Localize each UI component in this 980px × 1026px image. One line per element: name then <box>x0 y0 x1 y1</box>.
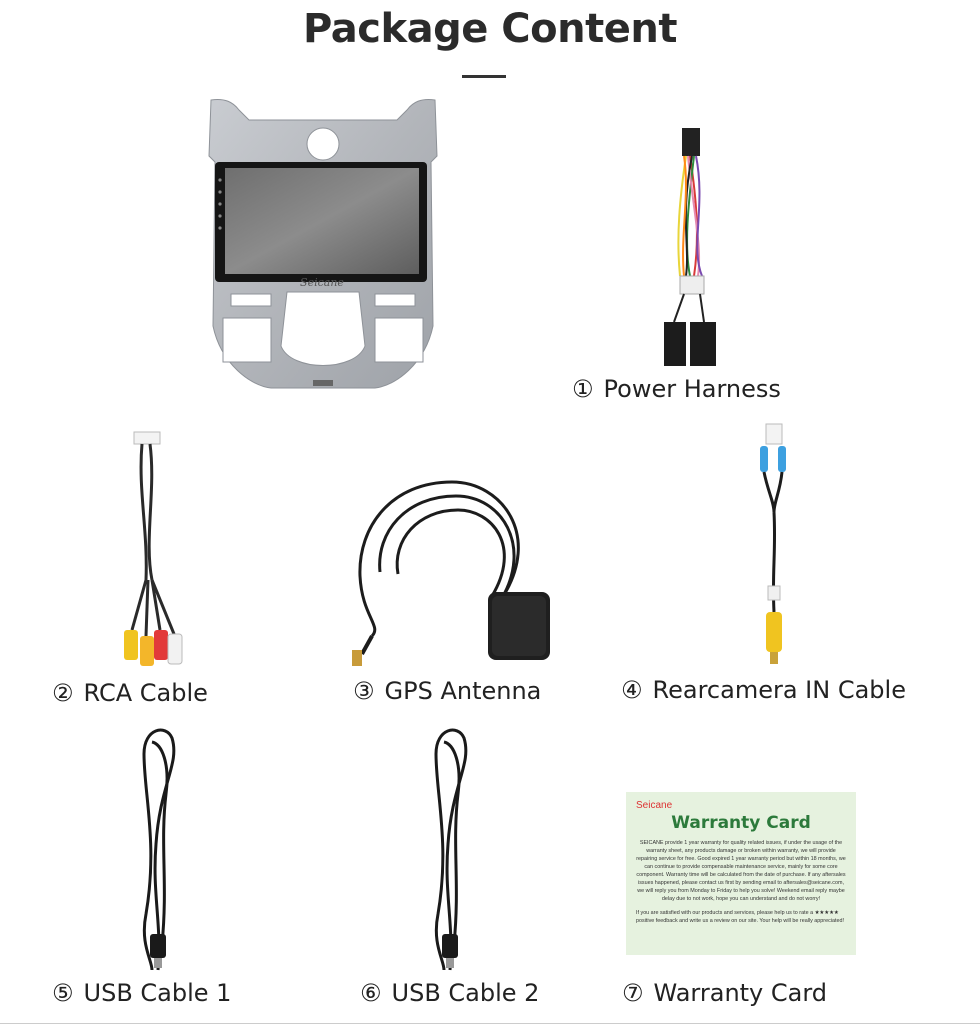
bottom-divider <box>0 1023 980 1024</box>
warranty-card-brand: Seicane <box>636 800 673 811</box>
warranty-card-footer: If you are satisfied with our products a… <box>636 910 844 924</box>
rearcamera-cable-image <box>760 423 786 664</box>
page-title: Package Content <box>303 6 677 52</box>
usb-cable-2-image <box>434 728 468 971</box>
title-underline <box>462 75 506 78</box>
warranty-card-image: Seicane Warranty Card SEICANE provide 1 … <box>626 792 856 955</box>
rca-cable-image <box>124 431 183 666</box>
warranty-card-body: SEICANE provide 1 year warranty for qual… <box>636 840 846 902</box>
gps-antenna-image <box>352 480 550 666</box>
usb-cable-1-image <box>142 728 176 971</box>
warranty-card-title: Warranty Card <box>671 813 811 833</box>
power-harness-image <box>664 128 716 366</box>
screen-brand-label: Seicane <box>300 276 344 289</box>
head-unit-image: Seicane <box>208 99 438 389</box>
